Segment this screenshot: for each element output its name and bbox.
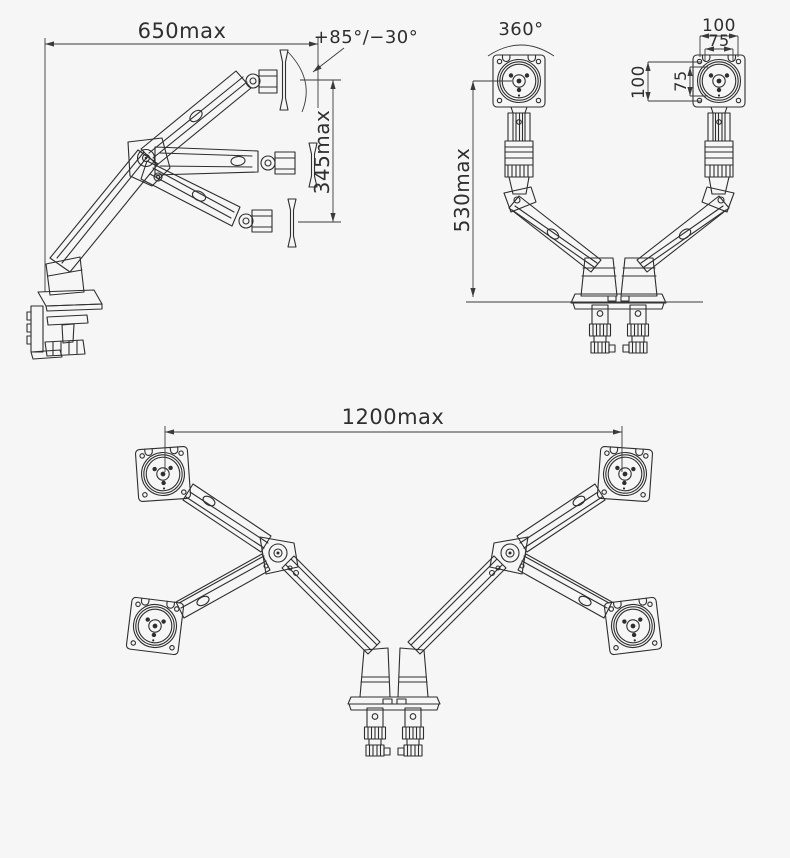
upper-arm-raised [140,70,252,166]
top-desk-base [347,696,441,711]
lift-range-label: 345max [310,110,334,195]
swivel-label: 360° [498,19,543,40]
lower-arm [49,149,159,273]
monitor-head-level [260,142,318,188]
dim-vesa-width-outer: 100 [699,16,739,57]
monitor-head-lowered [238,198,297,248]
monitor-head-raised [245,49,289,111]
dim-reach: 650max [44,19,319,292]
front-desk-base [570,293,667,310]
vesa-height-outer-label: 100 [629,65,649,99]
dim-tilt: +85°/−30° [287,27,419,113]
upper-arm-lowered [140,160,241,227]
swivel-arc [487,44,555,57]
dim-vesa-height-inner: 75 [671,66,708,97]
dim-swivel: 360° [487,19,555,57]
riser-column [45,256,85,296]
dim-vesa-height-outer: 100 [629,61,701,102]
desk-clamp [26,289,103,360]
tilt-arc [287,51,307,113]
top-view: 1200max [126,405,662,756]
dim-lift: 345max [298,79,341,223]
reach-max-label: 650max [138,19,227,43]
front-left-arm [493,55,617,353]
upper-arm-level [154,146,259,176]
vesa-height-inner-label: 75 [671,70,690,91]
height-max-label: 530max [450,148,474,233]
tilt-range-label: +85°/−30° [314,27,419,48]
dim-height: 530max [450,80,703,303]
span-max-label: 1200max [342,405,445,429]
dim-span: 1200max [164,405,623,472]
front-view: 360° 530max 100 75 100 [450,16,745,353]
dim-vesa-width-inner: 75 [704,31,734,62]
side-view: 650max +85°/−30° 345max [26,19,419,360]
vesa-width-inner-label: 75 [708,31,729,50]
vesa-width-outer-label: 100 [702,16,736,36]
